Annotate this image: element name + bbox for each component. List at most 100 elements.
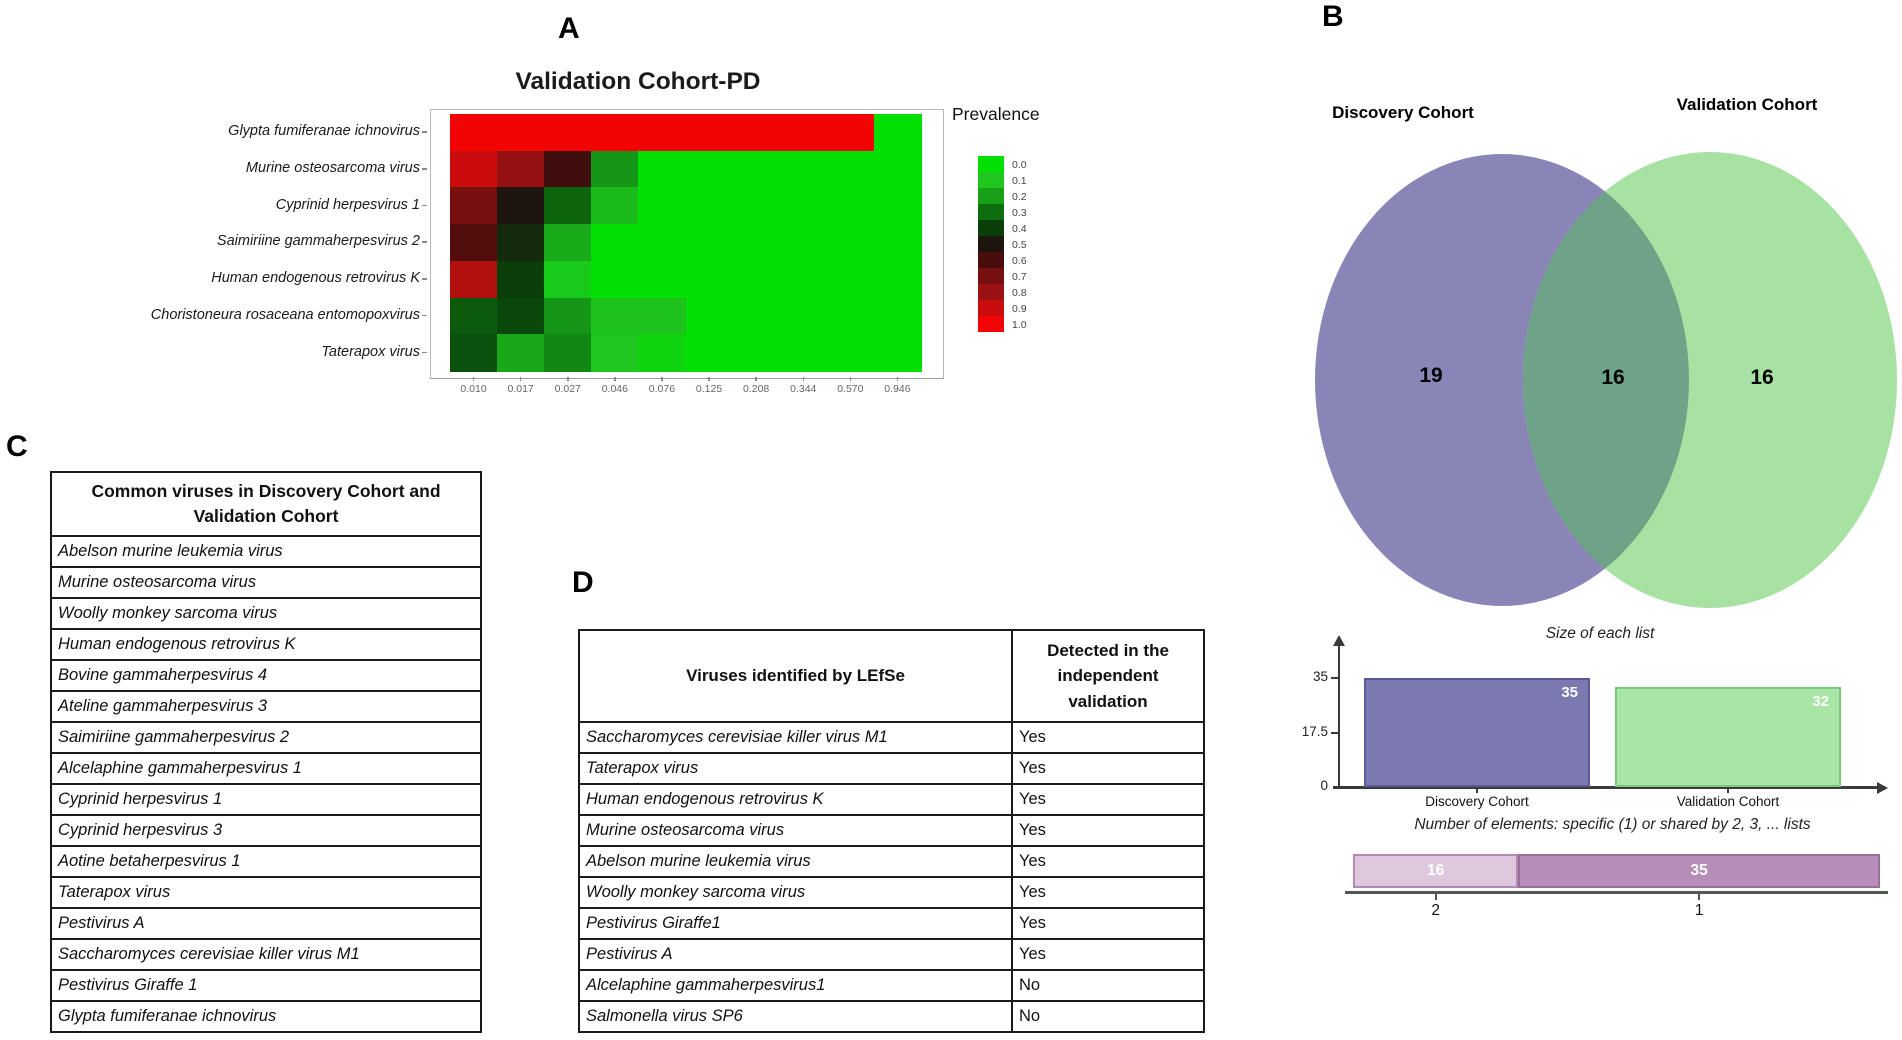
heatmap-col-tick [755,377,757,381]
heatmap-col-label: 0.570 [837,383,864,395]
bar-value-label: 32 [1812,693,1829,710]
heatmap-col-label: 0.076 [648,383,676,395]
virus-name-cell: Woolly monkey sarcoma virus [50,597,482,630]
legend-tick-label: 0.9 [1012,303,1027,315]
table-row: Human endogenous retrovirus K [50,628,482,661]
heatmap-cell [826,297,875,335]
virus-name-cell: Saimiriine gammaherpesvirus 2 [50,721,482,754]
detected-cell: Yes [1011,814,1205,847]
heatmap-row-label: Saimiriine gammaherpesvirus 2 [216,233,420,250]
table-row: Saccharomyces cerevisiae killer virus M1… [578,721,1205,754]
legend-swatch [978,220,1004,236]
heatmap-cell [544,297,592,335]
heatmap-cell [779,187,828,225]
virus-name-cell: Taterapox virus [50,876,482,909]
elements-chart-tick-label: 1 [1694,902,1704,919]
heatmap-col-tick [849,377,852,381]
heatmap-row-label: Human endogenous retrovirus K [211,270,420,287]
table-row: Pestivirus Giraffe 1 [50,969,482,1002]
table-row: Cyprinid herpesvirus 3 [50,814,482,847]
heatmap-cell [779,334,828,372]
venn-right-count: 16 [1750,366,1774,389]
size-chart-ytick [1331,677,1338,679]
virus-name-cell: Human endogenous retrovirus K [578,783,1013,816]
heatmap-cell [685,114,734,152]
heatmap-col-label: 0.344 [790,383,817,395]
venn-intersection-count: 16 [1601,366,1625,389]
legend-tick-label: 0.8 [1012,287,1027,299]
heatmap-cell [497,114,545,152]
virus-name-cell: Pestivirus Giraffe1 [578,907,1013,940]
size-chart-ytick [1331,731,1338,734]
legend-swatch [978,268,1004,284]
legend-swatch [978,172,1004,188]
legend-swatch [978,188,1004,204]
heatmap-col-label: 0.946 [884,383,911,395]
bar-discovery-cohort: 35 [1364,678,1590,787]
heatmap-cell [732,334,781,372]
heatmap-cell [591,260,639,299]
heatmap-col-label: 0.027 [554,383,581,395]
heatmap-cell [638,150,687,188]
panel-a-label: A [558,12,580,45]
heatmap-cell [779,114,828,152]
legend-swatch [978,236,1004,252]
bar-value-label: 35 [1561,684,1578,701]
legend-swatch [978,316,1004,332]
heatmap-cell [873,224,922,262]
heatmap-cell [732,297,781,335]
heatmap-col-tick [661,377,663,381]
heatmap-cell [685,260,734,299]
heatmap-cell [732,260,781,299]
virus-name-cell: Murine osteosarcoma virus [50,566,482,599]
legend-swatch [978,204,1004,220]
heatmap-cell [591,224,639,262]
heatmap-cell [497,260,545,299]
detected-cell: Yes [1011,876,1205,909]
heatmap-cell [544,334,592,372]
size-chart-xtick [1727,788,1729,793]
legend-tick-label: 0.6 [1012,255,1027,267]
size-chart-category-label: Discovery Cohort [1425,794,1529,809]
virus-name-cell: Glypta fumiferanae ichnovirus [50,1000,482,1033]
elements-chart-title: Number of elements: specific (1) or shar… [1414,816,1811,833]
virus-name-cell: Salmonella virus SP6 [578,1000,1013,1033]
heatmap-cell [826,260,875,299]
virus-name-cell: Taterapox virus [578,752,1013,785]
heatmap-cell [685,297,734,335]
venn-left-count: 19 [1419,364,1443,387]
size-chart-yaxis-arrow [1333,635,1345,646]
virus-name-cell: Murine osteosarcoma virus [578,814,1013,847]
size-chart-ytick-label: 35 [1312,669,1328,684]
virus-name-cell: Bovine gammaherpesvirus 4 [50,659,482,692]
table-row: Saimiriine gammaherpesvirus 2 [50,721,482,754]
legend-tick-label: 0.4 [1012,223,1027,235]
heatmap-cell [591,187,639,225]
heatmap-cell [591,150,639,188]
heatmap-cell [544,114,592,152]
virus-name-cell: Human endogenous retrovirus K [50,628,482,661]
detected-cell: No [1011,969,1205,1002]
heatmap-cell [591,334,639,372]
heatmap-row-tick [422,278,427,280]
panel-d-label: D [572,566,594,599]
heatmap-title: Validation Cohort-PD [515,68,761,95]
stacked-segment: 35 [1518,854,1880,888]
heatmap-row-tick [422,314,427,317]
elements-chart-tick-label: 2 [1431,902,1440,919]
heatmap-col-tick [472,377,475,381]
heatmap-col-tick [519,377,522,381]
elements-chart-tick [1434,894,1437,900]
virus-name-cell: Ateline gammaherpesvirus 3 [50,690,482,723]
heatmap-cells [450,114,922,372]
lefse-validation-table: Viruses identified by LEfSe Detected in … [578,629,1205,1033]
table-row: Abelson murine leukemia virus [50,535,482,568]
heatmap-row-label: Choristoneura rosaceana entomopoxvirus [150,306,420,323]
heatmap-cell [732,114,781,152]
heatmap-cell [497,224,545,262]
heatmap-col-tick [708,377,710,381]
legend-swatch [978,252,1004,268]
